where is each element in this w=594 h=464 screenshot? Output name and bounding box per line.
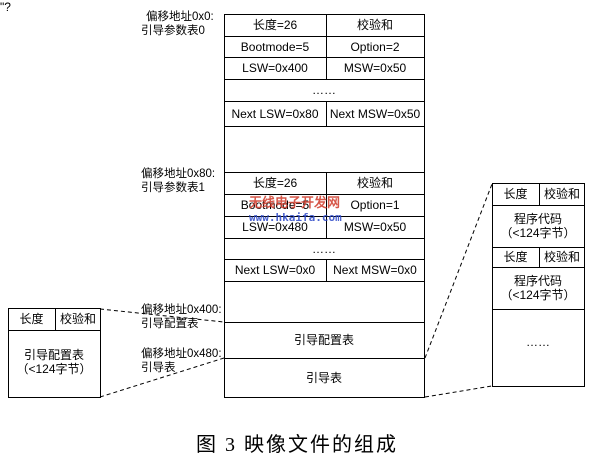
right-box-checksum-2: 校验和 (543, 250, 580, 264)
table0-msw: MSW=0x50 (343, 61, 407, 75)
boot-table-label: 引导表 (141, 362, 176, 374)
offset-label-0x80: 偏移地址0x80: (141, 168, 216, 180)
connector-left-bottom (99, 357, 225, 398)
right-box-code-2-line1: 程序代码 (513, 274, 562, 288)
right-box-length-2: 长度 (503, 250, 528, 264)
right-box-code-1-line1: 程序代码 (513, 212, 562, 226)
right-box-code-2-line2: （<124字节） (500, 288, 576, 302)
main-boot-table-block: 引导表 (305, 370, 342, 385)
table1-msw: MSW=0x50 (343, 220, 407, 234)
right-box-length-1: 长度 (503, 187, 528, 201)
connector-right-bottom (424, 385, 493, 398)
table1-next-lsw: Next LSW=0x0 (234, 263, 316, 277)
table1-length: 长度=26 (252, 176, 298, 190)
table0-next-lsw: Next LSW=0x80 (231, 106, 319, 121)
table1-checksum: 校验和 (356, 176, 393, 190)
main-column-frame (224, 14, 425, 398)
config-table-label: 引导配置表 (141, 318, 199, 330)
offset-label-0x480: 偏移地址0x480: (141, 348, 222, 360)
figure-caption: 图 3 映像文件的组成 (196, 434, 398, 456)
right-box-frame (492, 183, 585, 387)
corner-mark: "? (0, 0, 11, 14)
table0-ellipsis: …… (312, 83, 336, 97)
connector-right-top (424, 183, 493, 359)
left-box-frame (8, 308, 101, 398)
table0-length: 长度=26 (252, 18, 298, 32)
table0-lsw: LSW=0x400 (242, 61, 308, 75)
left-box-checksum: 校验和 (59, 312, 96, 326)
left-box-body-line1: 引导配置表 (23, 348, 84, 362)
right-box-ellipsis: …… (526, 335, 550, 349)
param-table-0-label: 引导参数表0 (141, 25, 205, 37)
left-box-body-line2: （<124字节） (16, 362, 92, 376)
left-box-length: 长度 (19, 312, 44, 326)
main-config-table-block: 引导配置表 (293, 333, 354, 347)
right-box-code-1: 程序代码 （<124字节） (492, 208, 584, 244)
table1-ellipsis: …… (312, 241, 336, 256)
param-table-1-label: 引导参数表1 (141, 182, 205, 194)
offset-label-0x400: 偏移地址0x400: (141, 304, 222, 316)
right-box-code-1-line2: （<124字节） (500, 226, 576, 240)
table0-checksum: 校验和 (356, 18, 393, 32)
right-box-checksum-1: 校验和 (543, 187, 580, 201)
watermark-cn: 无线电子开发网 (249, 195, 341, 210)
table1-option: Option=1 (350, 198, 400, 212)
table1-bootmode: Bootmode=5 (240, 198, 310, 212)
left-box-body: 引导配置表 （<124字节） (8, 344, 100, 380)
offset-label-0x0: 偏移地址0x0: (146, 11, 214, 23)
watermark-url: www.hkaifa.com (249, 211, 342, 224)
table1-lsw: LSW=0x480 (242, 220, 308, 234)
table1-next-msw: Next MSW=0x0 (333, 263, 417, 277)
table0-option: Option=2 (350, 39, 400, 54)
right-box-code-2: 程序代码 （<124字节） (492, 270, 584, 306)
table0-next-msw: Next MSW=0x50 (329, 106, 421, 121)
table0-bootmode: Bootmode=5 (240, 39, 310, 54)
